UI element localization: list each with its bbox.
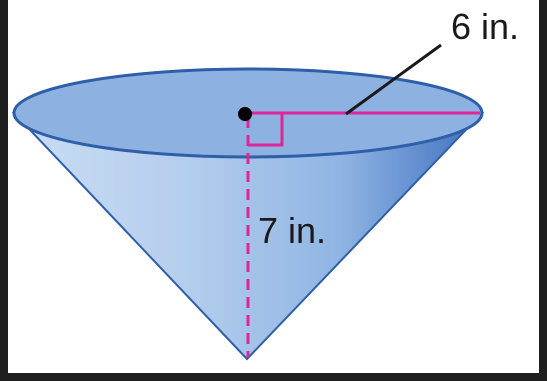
- radius-label: 6 in.: [451, 6, 519, 47]
- radius-leader-line: [345, 43, 442, 116]
- height-label: 7 in.: [258, 210, 326, 251]
- frame-left: [0, 0, 8, 381]
- right-angle-icon: [248, 113, 284, 147]
- frame-right: [539, 0, 547, 381]
- center-dot-icon: [238, 107, 252, 121]
- frame-bottom: [0, 373, 547, 381]
